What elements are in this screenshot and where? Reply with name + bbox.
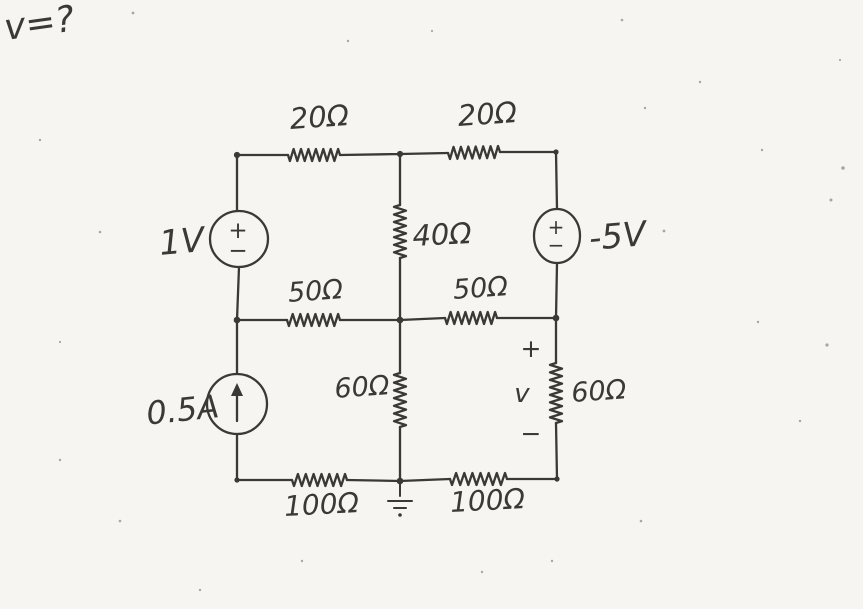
- voltage-source-right-label: -5V: [587, 214, 650, 259]
- resistor-top-left-label: 20Ω: [289, 98, 350, 136]
- node-dot: [552, 314, 560, 322]
- resistor-mid-left-label: 50Ω: [287, 274, 344, 309]
- ground-icon: [387, 480, 413, 509]
- current-source-icon: [205, 372, 269, 436]
- node-dot: [396, 150, 404, 158]
- resistor-bottom-right-label: 100Ω: [449, 482, 526, 519]
- resistor-top-right-label: 20Ω: [457, 95, 518, 133]
- question-label: v=?: [2, 0, 78, 49]
- scan-noise-specks: [38, 11, 845, 592]
- resistor-lower-right-symbol: [548, 361, 564, 425]
- voltage-source-left-minus-sign: −: [228, 238, 247, 264]
- voltage-source-right-plus-sign: +: [548, 215, 565, 239]
- resistor-lower-mid-label: 60Ω: [333, 370, 390, 405]
- resistor-lower-mid-symbol: [392, 371, 408, 429]
- resistor-mid-vertical-symbol: [392, 203, 408, 260]
- resistor-mid-left-symbol: [285, 312, 342, 328]
- node-dot: [396, 477, 404, 485]
- resistor-mid-vertical-label: 40Ω: [412, 216, 473, 253]
- resistor-mid-right-symbol: [443, 310, 499, 326]
- node-dot: [554, 476, 560, 482]
- voltage-source-left-icon: [208, 209, 270, 269]
- resistor-bottom-left-symbol: [290, 472, 349, 488]
- resistor-mid-right-label: 50Ω: [452, 271, 509, 306]
- circuit-wires: [235, 150, 559, 483]
- voltage-source-right-minus-sign: −: [548, 233, 565, 257]
- node-dots: [233, 149, 560, 485]
- node-dot: [396, 316, 404, 324]
- voltage-source-left-plus-sign: +: [228, 218, 247, 244]
- resistor-bottom-left-label: 100Ω: [283, 486, 360, 523]
- ground-dot: [398, 513, 402, 517]
- resistor-bottom-right-symbol: [448, 471, 509, 487]
- measurement-plus-sign: +: [521, 334, 542, 363]
- node-dot: [233, 316, 241, 324]
- node-dot: [233, 151, 241, 159]
- resistor-top-right-symbol: [446, 144, 502, 161]
- current-source-arrow-head-icon: [231, 383, 243, 396]
- node-dot: [553, 149, 559, 155]
- measurement-minus-sign: −: [521, 419, 542, 448]
- voltage-source-left-label: 1V: [158, 220, 209, 264]
- measurement-v-label: v: [514, 379, 530, 409]
- voltage-source-right-icon: [532, 207, 582, 265]
- current-source-label: 0.5A: [144, 387, 220, 432]
- resistor-lower-right-label: 60Ω: [570, 374, 627, 409]
- resistor-top-left-symbol: [286, 147, 342, 163]
- node-dot: [234, 477, 240, 483]
